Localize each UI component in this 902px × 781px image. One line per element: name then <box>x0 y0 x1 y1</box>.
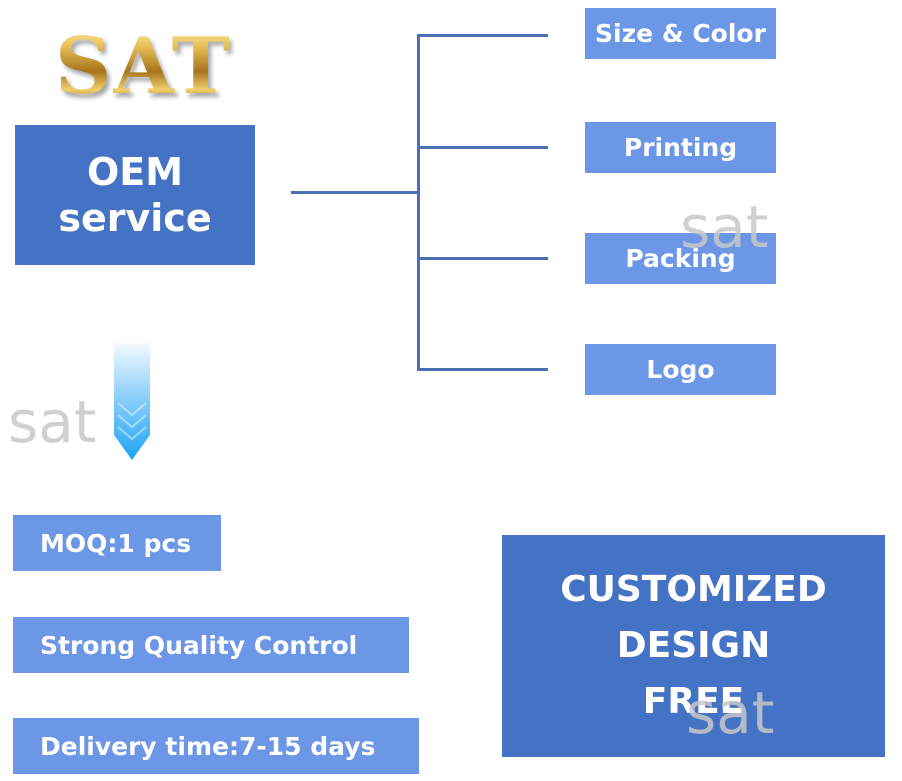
category-printing: Printing <box>585 122 776 173</box>
oem-title-line2: service <box>58 196 212 240</box>
customized-line1: CUSTOMIZED <box>560 569 827 610</box>
connector-stem <box>291 191 419 194</box>
connector-branch-1 <box>417 34 548 37</box>
connector-trunk <box>417 34 420 371</box>
customized-design-box: CUSTOMIZED DESIGN FREE <box>502 535 885 757</box>
connector-branch-4 <box>417 368 548 371</box>
feature-quality-control: Strong Quality Control <box>13 617 409 673</box>
category-label: Logo <box>646 355 715 384</box>
customized-line2: DESIGN <box>616 625 771 666</box>
feature-delivery-time: Delivery time:7-15 days <box>13 718 419 774</box>
feature-moq: MOQ:1 pcs <box>13 515 221 571</box>
category-logo: Logo <box>585 344 776 395</box>
oem-service-box: OEM service <box>15 125 255 265</box>
watermark: sat <box>686 679 775 747</box>
feature-label: MOQ:1 pcs <box>40 528 192 558</box>
feature-label: Strong Quality Control <box>40 630 358 660</box>
down-arrow-icon <box>114 343 150 460</box>
connector-branch-3 <box>417 257 548 260</box>
category-label: Size & Color <box>595 19 766 48</box>
oem-title-line1: OEM <box>86 150 184 194</box>
connector-branch-2 <box>417 146 548 149</box>
watermark: sat <box>680 193 769 261</box>
category-size-color: Size & Color <box>585 8 776 59</box>
sat-logo: SAT <box>55 22 245 112</box>
category-packing: Packing <box>585 233 776 284</box>
customized-line3: FREE <box>642 681 745 722</box>
feature-label: Delivery time:7-15 days <box>40 731 376 761</box>
category-label: Printing <box>623 133 738 162</box>
category-label: Packing <box>625 244 736 273</box>
watermark: sat <box>8 388 97 456</box>
